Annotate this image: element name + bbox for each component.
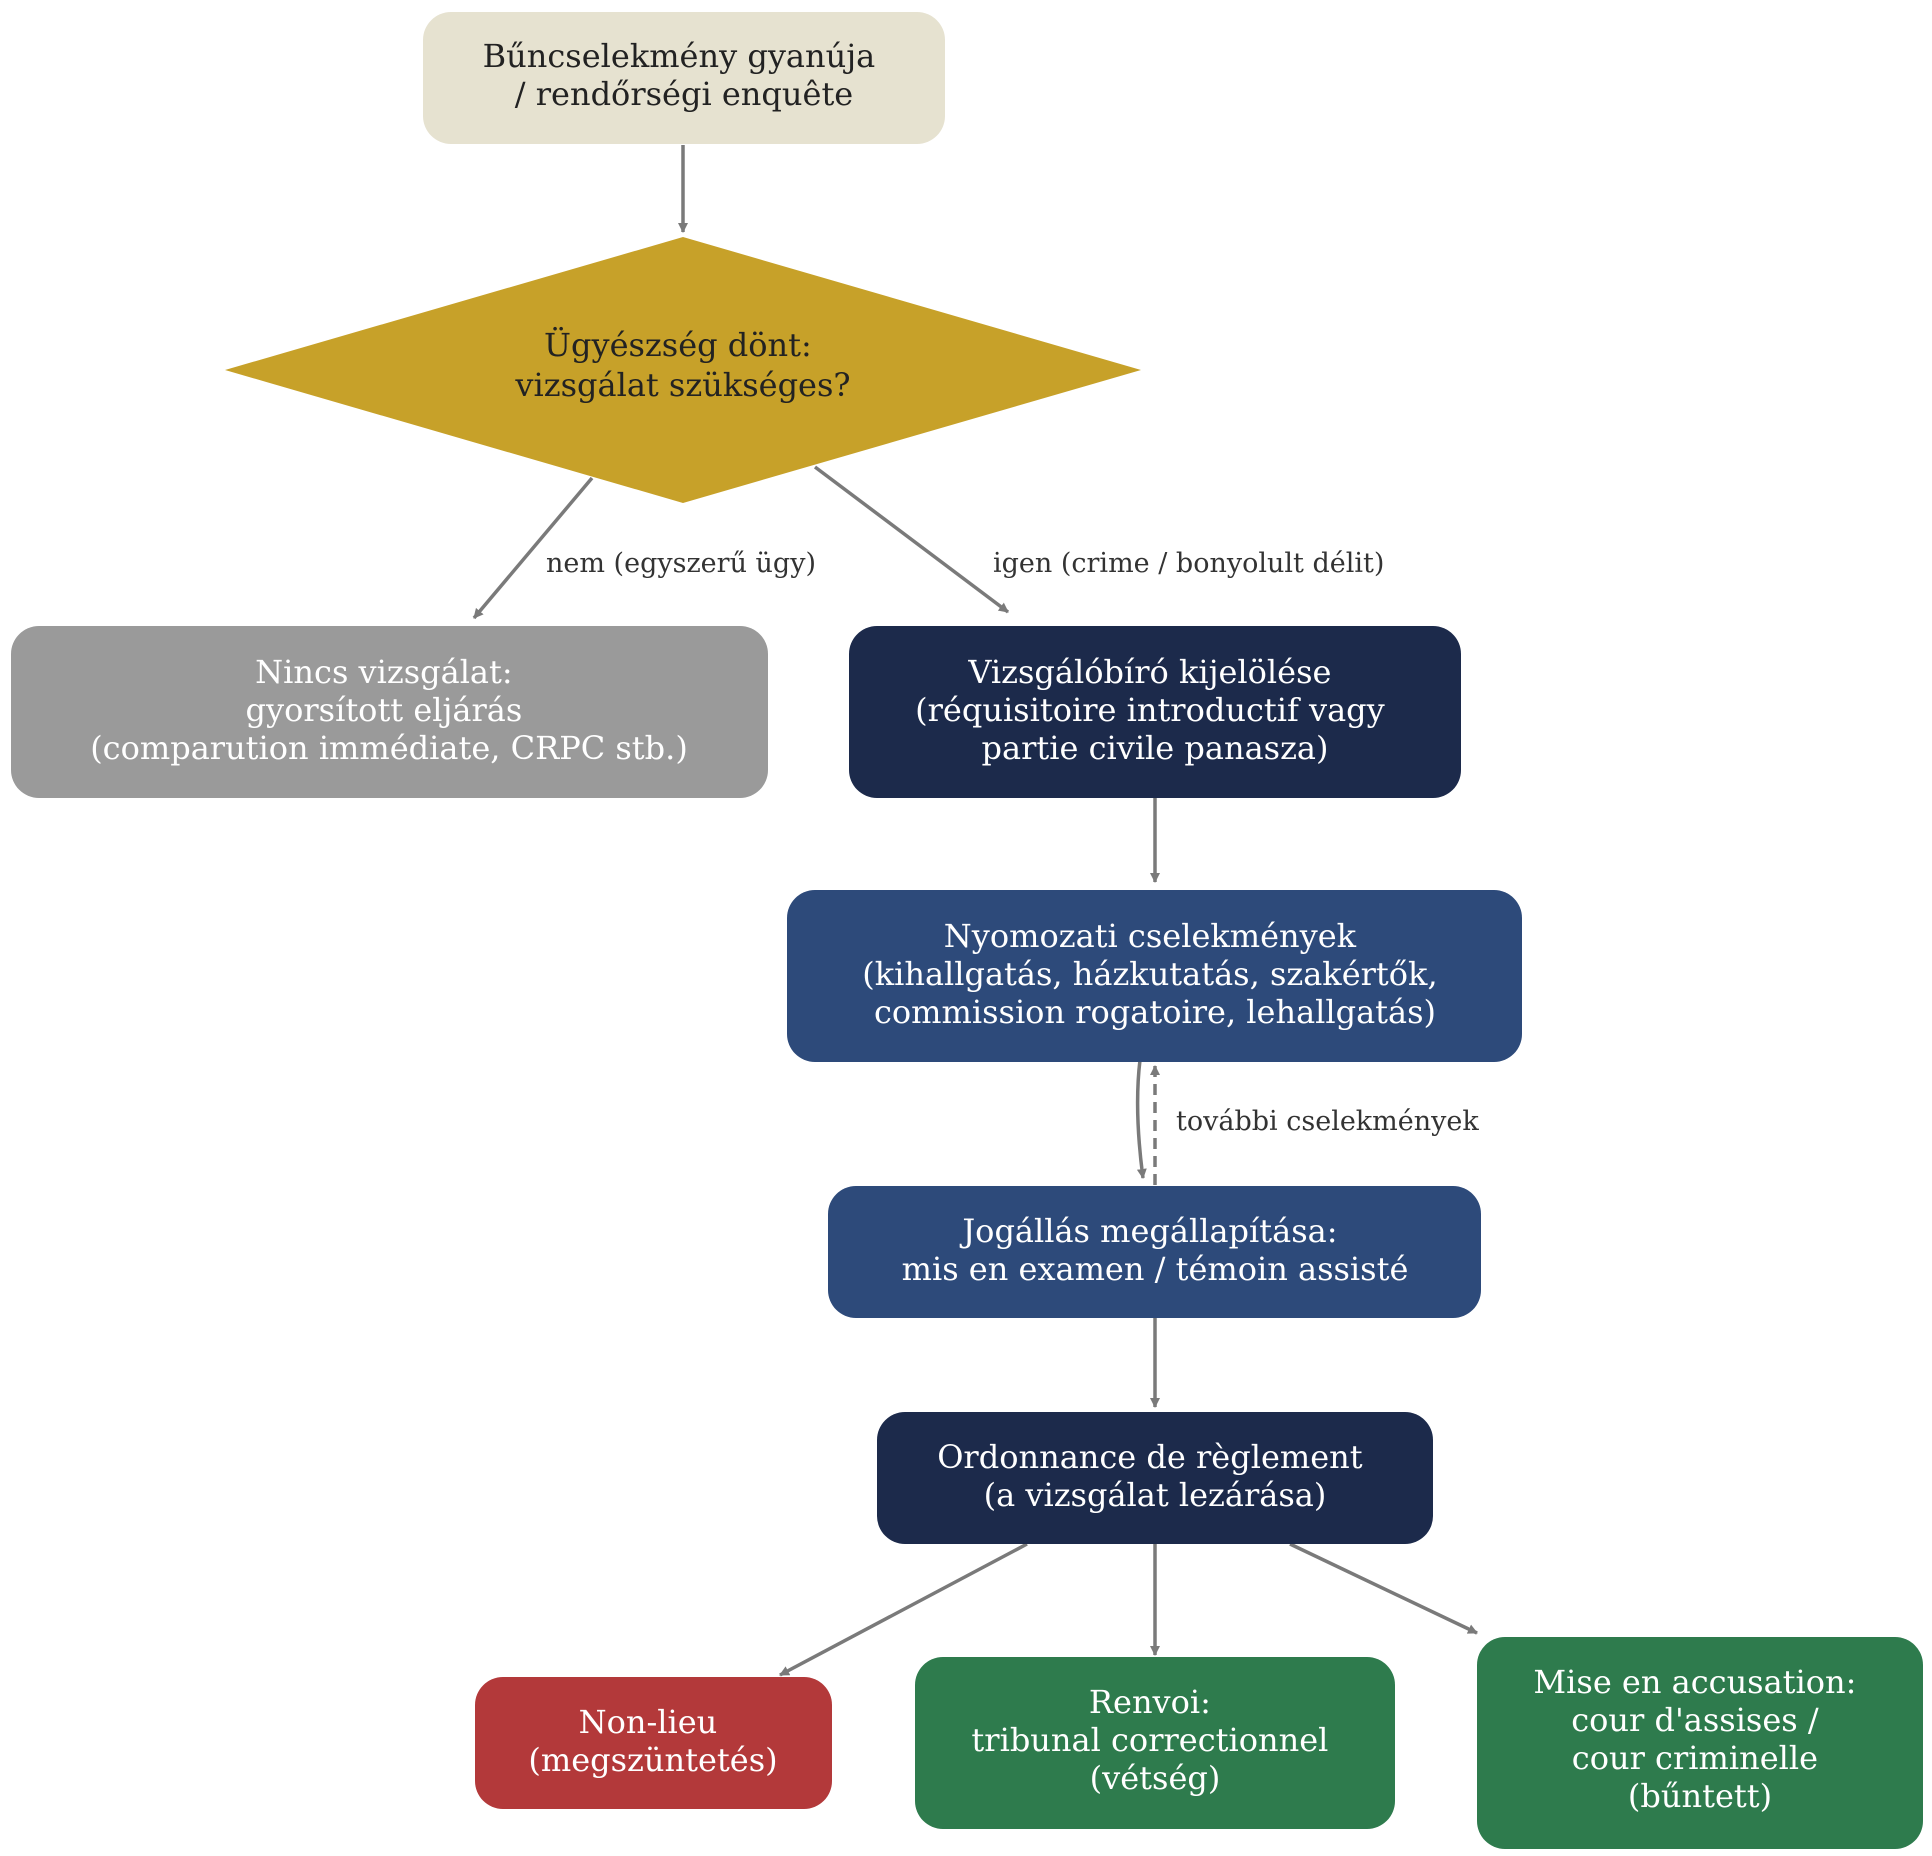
node-decision-label: Ügyészség dönt: vizsgálat szükséges?: [514, 326, 850, 404]
node-accusation-box: [1477, 1637, 1923, 1849]
node-nonlieu-label: Non-lieu (megszüntetés): [528, 1703, 777, 1779]
node-acts-label: Nyomozati cselekmények (kihallgatás, ház…: [862, 917, 1448, 1031]
edge-ordonnance-to-accusation: [1289, 1542, 1478, 1635]
node-renvoi-line-3: (vétség): [1090, 1759, 1221, 1797]
node-no-investigation-line-1: Nincs vizsgálat:: [255, 653, 512, 691]
node-status-label: Jogállás megállapítása: mis en examen / …: [902, 1212, 1409, 1288]
edge-label-no: nem (egyszerű ügy): [546, 548, 816, 579]
node-start-box: [423, 12, 945, 144]
node-judge-line-2: (réquisitoire introductif vagy: [915, 691, 1385, 729]
node-nonlieu-line-2: (megszüntetés): [528, 1741, 777, 1779]
node-accusation-line-2: cour d'assises /: [1571, 1701, 1819, 1739]
node-accusation-line-3: cour criminelle: [1572, 1739, 1818, 1777]
edge-label-further: további cselekmények: [1176, 1106, 1479, 1137]
node-renvoi-line-2: tribunal correctionnel: [971, 1721, 1328, 1759]
edge-decision-to-no-investigation: [472, 476, 594, 620]
node-status-line-2: mis en examen / témoin assisté: [902, 1250, 1409, 1288]
node-start: Bűncselekmény gyanúja / rendőrségi enquê…: [423, 12, 945, 144]
node-ordonnance-line-1: Ordonnance de règlement: [937, 1438, 1363, 1476]
node-renvoi-label: Renvoi: tribunal correctionnel (vétség): [971, 1683, 1338, 1797]
node-decision-line-2: vizsgálat szükséges?: [514, 366, 850, 404]
node-ordonnance-label: Ordonnance de règlement (a vizsgálat lez…: [937, 1438, 1373, 1514]
node-acts-line-1: Nyomozati cselekmények: [944, 917, 1357, 955]
node-ordonnance-box: [877, 1412, 1433, 1544]
node-status-box: [828, 1186, 1481, 1318]
node-nonlieu-box: [475, 1677, 832, 1809]
edges: [472, 145, 1478, 1677]
node-acts-line-2: (kihallgatás, házkutatás, szakértők,: [862, 955, 1437, 993]
node-renvoi-box: [915, 1657, 1395, 1829]
edge-label-yes: igen (crime / bonyolult délit): [993, 548, 1384, 579]
node-no-investigation-label: Nincs vizsgálat: gyorsított eljárás (com…: [90, 653, 688, 767]
node-no-investigation-box: [11, 626, 768, 798]
node-judge-line-3: partie civile panasza): [982, 729, 1329, 767]
node-no-investigation: Nincs vizsgálat: gyorsított eljárás (com…: [11, 626, 768, 798]
node-accusation-label: Mise en accusation: cour d'assises / cou…: [1533, 1663, 1866, 1815]
node-acts-box: [787, 890, 1522, 1062]
node-decision-diamond: [225, 237, 1141, 503]
node-start-label: Bűncselekmény gyanúja / rendőrségi enquê…: [483, 37, 886, 113]
node-nonlieu-line-1: Non-lieu: [579, 1703, 718, 1741]
node-status: Jogállás megállapítása: mis en examen / …: [828, 1186, 1481, 1318]
node-decision-line-1: Ügyészség dönt:: [544, 326, 812, 364]
edge-acts-to-status: [1135, 1059, 1147, 1179]
node-accusation-line-1: Mise en accusation:: [1533, 1663, 1856, 1701]
node-ordonnance: Ordonnance de règlement (a vizsgálat lez…: [877, 1412, 1433, 1544]
node-judge-box: [849, 626, 1461, 798]
node-acts-line-3: commission rogatoire, lehallgatás): [874, 993, 1436, 1031]
node-accusation: Mise en accusation: cour d'assises / cou…: [1477, 1637, 1923, 1849]
node-no-investigation-line-2: gyorsított eljárás: [246, 691, 523, 729]
node-no-investigation-line-3: (comparution immédiate, CRPC stb.): [90, 729, 688, 767]
node-judge: Vizsgálóbíró kijelölése (réquisitoire in…: [849, 626, 1461, 798]
node-judge-line-1: Vizsgálóbíró kijelölése: [967, 653, 1331, 691]
node-renvoi: Renvoi: tribunal correctionnel (vétség): [915, 1657, 1395, 1829]
node-decision: Ügyészség dönt: vizsgálat szükséges?: [225, 237, 1141, 503]
node-status-line-1: Jogállás megállapítása:: [959, 1212, 1337, 1250]
node-renvoi-line-1: Renvoi:: [1089, 1683, 1211, 1721]
node-accusation-line-4: (bűntett): [1628, 1777, 1772, 1815]
node-judge-label: Vizsgálóbíró kijelölése (réquisitoire in…: [915, 653, 1395, 767]
node-nonlieu: Non-lieu (megszüntetés): [475, 1677, 832, 1809]
node-ordonnance-line-2: (a vizsgálat lezárása): [984, 1476, 1327, 1514]
edge-ordonnance-to-nonlieu: [779, 1542, 1028, 1677]
node-start-line-2: / rendőrségi enquête: [515, 75, 853, 113]
node-acts: Nyomozati cselekmények (kihallgatás, ház…: [787, 890, 1522, 1062]
node-start-line-1: Bűncselekmény gyanúja: [483, 37, 876, 75]
edge-decision-to-judge: [813, 465, 1010, 614]
